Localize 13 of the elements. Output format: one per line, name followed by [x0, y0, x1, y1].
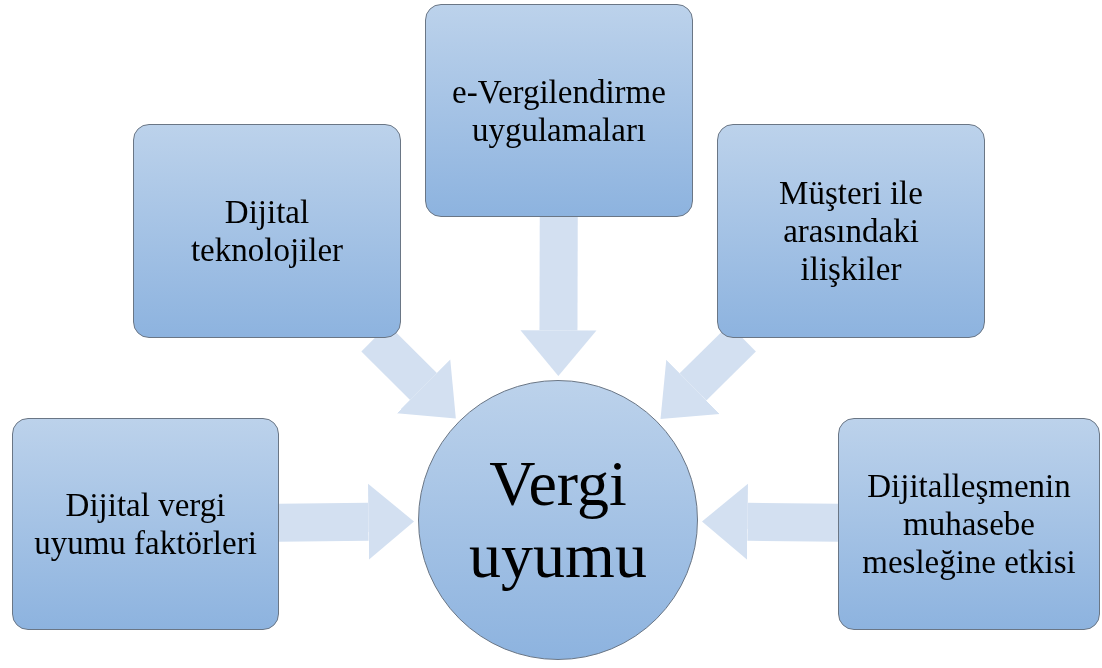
node-label: Dijital vergi uyumu faktörleri — [33, 486, 258, 562]
node-label: Dijital teknolojiler — [189, 193, 345, 269]
block-arrow — [278, 483, 414, 560]
node-label: Dijitalleşmenin muhasebe mesleğine etkisi — [861, 467, 1077, 581]
topic-box — [425, 4, 693, 217]
topic-box — [133, 124, 401, 338]
node-label: Müşteri ile arasındaki ilişkiler — [778, 174, 924, 288]
topic-box — [12, 418, 279, 630]
node-label: e-Vergilendirme uygulamaları — [451, 72, 667, 149]
node-label: Vergi uyumu — [468, 448, 648, 592]
topic-box — [838, 418, 1100, 630]
block-arrow — [520, 216, 597, 376]
topic-box — [717, 124, 985, 338]
